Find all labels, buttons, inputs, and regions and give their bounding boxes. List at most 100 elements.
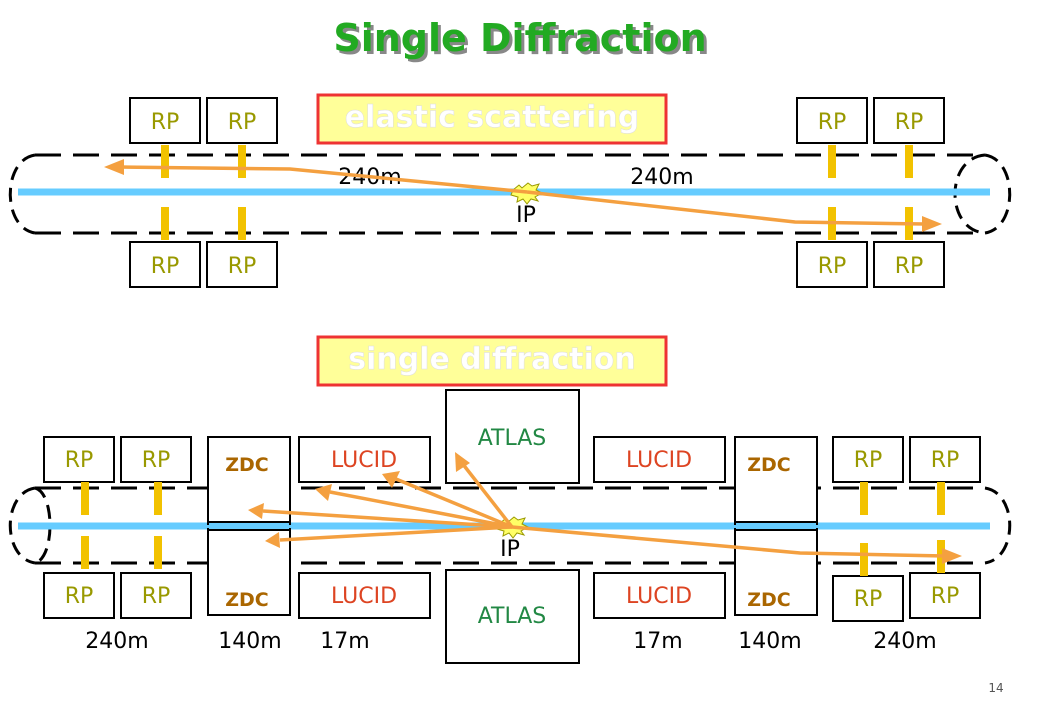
arrowhead-icon [382, 471, 400, 488]
distance-label: 140m [738, 629, 801, 654]
arrowhead-icon [265, 532, 280, 548]
rp-bar [81, 536, 89, 569]
rp-box [43, 572, 115, 619]
rp-label: RP [895, 254, 924, 279]
lucid-box [593, 572, 726, 619]
rp-box [832, 575, 904, 622]
distance-label: 17m [633, 629, 682, 654]
beam-pipe [35, 153, 985, 235]
zdc-box [207, 436, 291, 523]
rp-box [206, 241, 278, 288]
rp-bar [828, 145, 836, 178]
lucid-label: LUCID [626, 448, 692, 473]
pipe-end-left [8, 153, 36, 235]
track [329, 490, 513, 529]
zdc-label: ZDC [225, 589, 269, 611]
rp-box [796, 97, 868, 144]
rp-label: RP [931, 584, 960, 609]
page-number: 14 [988, 681, 1003, 695]
rp-label: RP [931, 448, 960, 473]
atlas-box-top [445, 389, 580, 484]
zdc-label: ZDC [747, 589, 791, 611]
elastic-scattering-diagram: elastic scattering RP RP RP RP RP RP RP … [8, 93, 1012, 288]
rp-bar [154, 482, 162, 515]
arrowhead-icon [942, 548, 962, 564]
rp-bar [81, 482, 89, 515]
rp-label: RP [854, 448, 883, 473]
rp-label: RP [228, 254, 257, 279]
rp-box [43, 436, 115, 483]
zdc-label: ZDC [747, 454, 791, 476]
zdc-box [734, 436, 818, 523]
distance-label: 240m [873, 629, 936, 654]
rp-box [120, 436, 192, 483]
arrowhead-icon [455, 452, 470, 472]
distance-label: 140m [218, 629, 281, 654]
zdc-box [734, 529, 818, 616]
rp-box [796, 241, 868, 288]
beam-pipe [35, 486, 985, 565]
rp-label: RP [854, 587, 883, 612]
rp-label: RP [818, 254, 847, 279]
page-title: Single Diffraction [333, 16, 706, 60]
pipe-end-right [984, 486, 1012, 565]
rp-label: RP [151, 110, 180, 135]
rp-label: RP [151, 254, 180, 279]
rp-box [909, 572, 981, 619]
ip-label: IP [516, 203, 536, 228]
rp-box [120, 572, 192, 619]
rp-bar [238, 145, 246, 178]
lucid-label: LUCID [331, 584, 397, 609]
rp-box [909, 436, 981, 483]
lucid-label: LUCID [331, 448, 397, 473]
atlas-label-bottom: ATLAS [478, 604, 547, 629]
rp-label: RP [142, 584, 171, 609]
track [262, 509, 513, 529]
lucid-box [298, 436, 431, 483]
scattered-proton-track-right [526, 190, 926, 226]
rp-box [873, 97, 945, 144]
single-diffraction-label-box [316, 335, 668, 387]
arrowhead-icon [248, 503, 264, 519]
rp-bar [161, 145, 169, 178]
diffractive-tracks [262, 461, 514, 542]
lucid-box [298, 572, 431, 619]
track-arrowheads [248, 452, 470, 548]
arrowhead-icon [315, 484, 332, 501]
track [395, 477, 513, 529]
atlas-box-bottom [445, 569, 580, 664]
rp-label: RP [65, 448, 94, 473]
single-diffraction-diagram: single diffraction ATLAS ATLAS ZDC ZDC Z… [8, 335, 1012, 664]
lucid-label: LUCID [626, 584, 692, 609]
rp-box [873, 241, 945, 288]
rp-bar [860, 543, 868, 576]
arrowhead-icon [104, 159, 124, 175]
pipe-end-right-outer [984, 153, 1012, 235]
rp-bar [161, 207, 169, 240]
rp-bar [937, 482, 945, 515]
rp-label: RP [895, 110, 924, 135]
rp-bar [238, 207, 246, 240]
elastic-scattering-label-box [316, 93, 668, 145]
distance-label-right: 240m [630, 165, 693, 190]
single-diffraction-label: single diffraction [348, 342, 636, 377]
arrowhead-icon [922, 216, 942, 232]
elastic-scattering-label: elastic scattering [345, 100, 639, 135]
rp-box [206, 97, 278, 144]
ip-label: IP [500, 537, 520, 562]
surviving-proton-track [511, 525, 946, 558]
atlas-label-top: ATLAS [478, 426, 547, 451]
rp-label: RP [65, 584, 94, 609]
distance-label: 17m [320, 629, 369, 654]
rp-box [129, 97, 201, 144]
rp-label: RP [818, 110, 847, 135]
rp-label: RP [142, 448, 171, 473]
page-title-shadow: Single Diffraction [336, 19, 709, 63]
distance-label: 240m [85, 629, 148, 654]
track [460, 461, 514, 529]
rp-bar [905, 145, 913, 178]
zdc-label: ZDC [225, 454, 269, 476]
rp-bar [154, 536, 162, 569]
scattered-proton-track-left [119, 165, 528, 194]
